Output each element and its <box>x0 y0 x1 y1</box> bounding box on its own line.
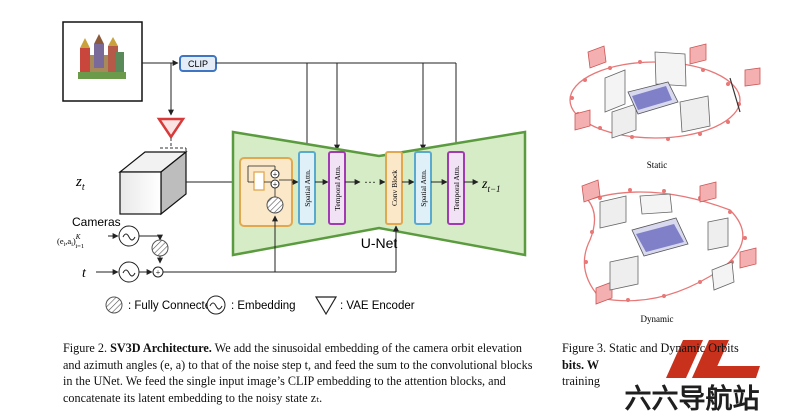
conv-block: Conv Block <box>385 151 403 225</box>
legend: : Fully Connected : Embedding : VAE Enco… <box>105 295 415 316</box>
fully-connected-icon <box>266 196 284 214</box>
static-orbit-illustration <box>569 43 761 141</box>
caption-right-line-1: Figure 3. Static and Dynamic Orbits <box>562 341 739 355</box>
t-label: t <box>82 266 87 281</box>
z-t-minus-1-label: zt−1 <box>481 177 501 194</box>
caption-line-2: and azimuth angles (e, a) to that of the… <box>63 357 533 372</box>
figure-3-caption: Figure 3. Static and Dynamic Orbits bits… <box>562 340 767 390</box>
watermark-logo-icon <box>666 340 760 378</box>
vae-encoder-icon <box>156 117 186 140</box>
fully-connected-icon-cameras <box>151 239 169 257</box>
temporal-attn-block-1: Temporal Attn. <box>328 151 346 225</box>
caption-line-3: in the UNet. We feed the single input im… <box>63 374 506 389</box>
caption-line-4: concatenate its latent embedding to the … <box>63 390 323 405</box>
svg-text:: Embedding: : Embedding <box>231 300 296 312</box>
unet-label: U-Net <box>361 235 398 251</box>
caption-line-1: Figure 2. SV3D Architecture. We add the … <box>63 341 523 355</box>
embedding-icon-t <box>118 261 140 283</box>
legend-fully-connected-icon <box>105 296 123 314</box>
caption-right-line-3: training <box>562 374 600 389</box>
latent-cube <box>118 150 188 216</box>
svg-text:: Fully Connected: : Fully Connected <box>128 300 218 312</box>
clip-label: CLIP <box>188 59 208 69</box>
caption-right-line-2: bits. W <box>562 357 600 372</box>
resnet-block: + + <box>239 157 293 227</box>
legend-vae-encoder-icon <box>314 296 338 316</box>
dynamic-orbit-illustration <box>581 179 757 305</box>
cameras-label: Cameras <box>72 215 121 229</box>
figure-2-caption: Figure 2. SV3D Architecture. We add the … <box>63 340 553 406</box>
svg-text:Conv Block: Conv Block <box>390 170 399 206</box>
static-label: Static <box>647 160 668 170</box>
svg-text:Spatial Attn.: Spatial Attn. <box>419 169 428 207</box>
svg-text:+: + <box>156 268 161 277</box>
embedding-icon-cameras <box>118 225 140 247</box>
svg-text:Temporal Attn.: Temporal Attn. <box>333 165 342 210</box>
sum-node: + <box>152 266 164 278</box>
svg-text:+: + <box>273 180 278 189</box>
dynamic-label: Dynamic <box>641 314 674 324</box>
z-t-label: zt <box>75 174 85 193</box>
ellipsis: ··· <box>364 175 376 189</box>
spatial-attn-block-2: Spatial Attn. <box>414 151 432 225</box>
svg-text:Spatial Attn.: Spatial Attn. <box>303 169 312 207</box>
input-image <box>62 21 143 102</box>
svg-text:: VAE Encoder: : VAE Encoder <box>340 300 415 312</box>
svg-text:+: + <box>273 170 278 179</box>
temporal-attn-block-2: Temporal Attn. <box>447 151 465 225</box>
svg-text:Temporal Attn.: Temporal Attn. <box>452 165 461 210</box>
clip-encoder: CLIP <box>179 55 217 72</box>
watermark-text: 六六导航站 <box>625 383 760 415</box>
spatial-attn-block-1: Spatial Attn. <box>298 151 316 225</box>
